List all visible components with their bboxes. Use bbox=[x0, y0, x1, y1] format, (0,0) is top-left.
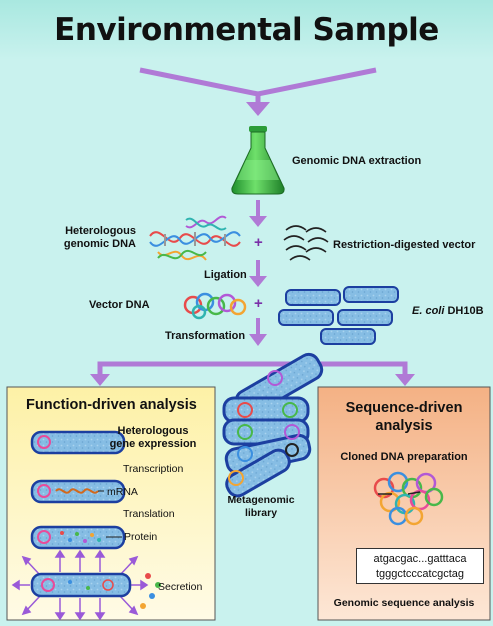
ligation-label: Ligation bbox=[204, 269, 247, 281]
sequence-panel-title: Sequence-driven analysis bbox=[345, 400, 463, 434]
sequence-box: atgacgac...gatttaca tgggctcccatcgctag bbox=[356, 548, 484, 584]
protein-label: Protein bbox=[124, 531, 158, 543]
cloned-prep-label: Cloned DNA preparation bbox=[340, 451, 468, 463]
cell-gene-expression bbox=[30, 430, 126, 455]
ecoli-species: E. coli bbox=[412, 305, 445, 317]
cell-mrna bbox=[30, 479, 126, 504]
arrow-ligation bbox=[249, 260, 267, 287]
sequence-line-2: tgggctcccatcgctag bbox=[375, 568, 465, 580]
vector-dna-label: Vector DNA bbox=[89, 299, 150, 311]
plasmid-cluster-icon bbox=[183, 292, 247, 320]
genomic-analysis-label: Genomic sequence analysis bbox=[333, 597, 475, 609]
title-band bbox=[0, 0, 493, 60]
funnel-arrow bbox=[139, 67, 377, 116]
arrow-right-panel bbox=[395, 374, 415, 386]
arrow-to-ligation bbox=[249, 200, 267, 227]
library-label: Metagenomic library bbox=[227, 494, 295, 519]
transcription-label: Transcription bbox=[123, 463, 184, 475]
sequence-line-1: atgacgac...gatttaca bbox=[373, 553, 467, 565]
branch-arrows bbox=[97, 361, 408, 376]
flask-icon bbox=[231, 126, 285, 195]
ecoli-cells-icon bbox=[278, 286, 399, 345]
cell-protein bbox=[30, 525, 126, 550]
ecoli-strain-label: E. coli DH10B bbox=[412, 305, 484, 317]
cloned-dna-cluster-icon bbox=[373, 471, 444, 526]
transformation-label: Transformation bbox=[165, 330, 246, 342]
metagenomic-library-icon bbox=[222, 352, 324, 498]
dna-helix-icon bbox=[149, 215, 241, 261]
function-panel-title: Function-driven analysis bbox=[26, 397, 197, 413]
plus-sign: + bbox=[254, 234, 263, 251]
restriction-vector-label: Restriction-digested vector bbox=[333, 239, 476, 251]
arrow-transformation bbox=[249, 318, 267, 346]
mrna-label: mRNA bbox=[107, 486, 138, 498]
translation-label: Translation bbox=[123, 508, 175, 520]
secretion-label: Secretion bbox=[158, 581, 203, 593]
page-title: Environmental Sample bbox=[54, 12, 439, 48]
plus-sign: + bbox=[254, 295, 263, 312]
heterologous-dna-label: Heterologous genomic DNA bbox=[63, 225, 136, 250]
extraction-label: Genomic DNA extraction bbox=[292, 155, 422, 167]
arrow-left-panel bbox=[90, 374, 110, 386]
gene-expression-label: Heterologous gene expression bbox=[109, 425, 197, 450]
digested-vector-icon bbox=[283, 225, 329, 261]
ecoli-strain: DH10B bbox=[447, 305, 484, 317]
cell-secretion bbox=[11, 549, 161, 621]
